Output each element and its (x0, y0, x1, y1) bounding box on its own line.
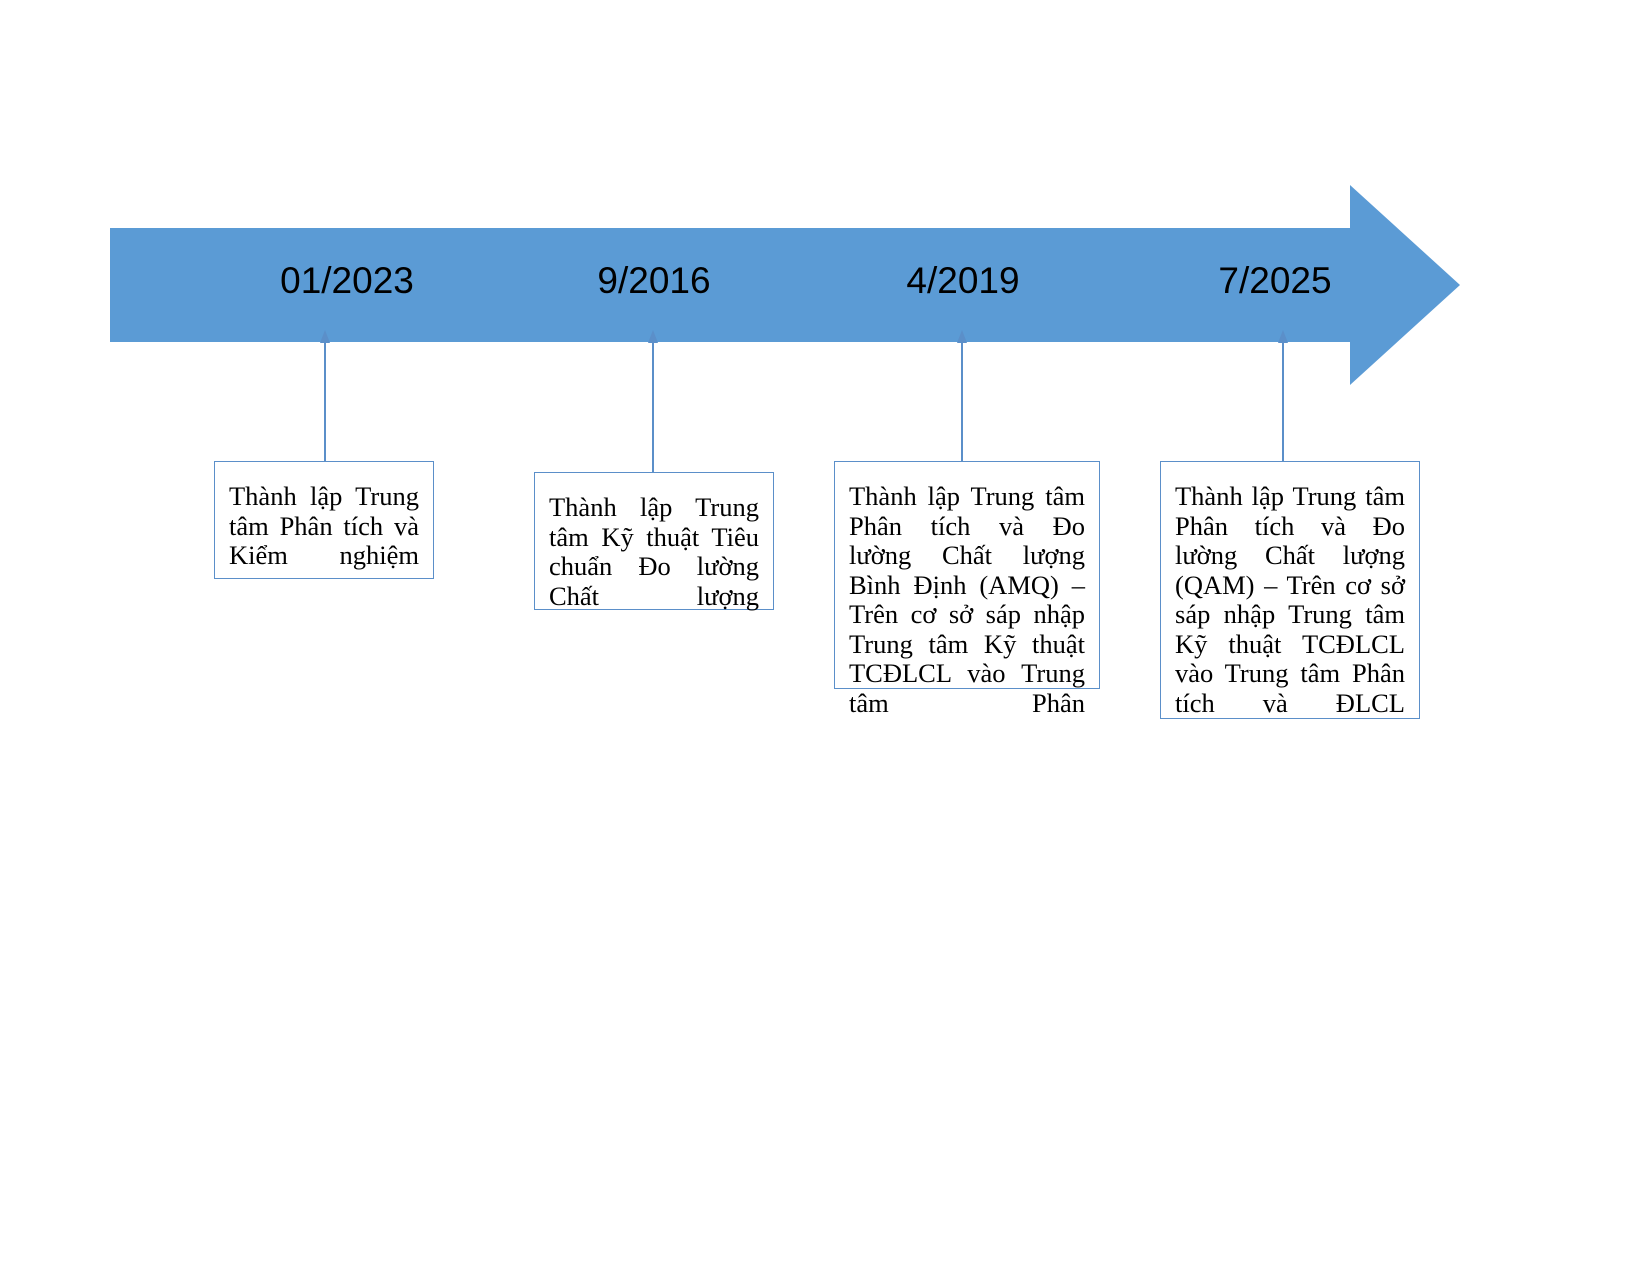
milestone-description-3: Thành lập Trung tâm Phân tích và Đo lườn… (849, 481, 1085, 718)
milestone-description-2: Thành lập Trung tâm Kỹ thuật Tiêu chuẩn … (549, 492, 759, 611)
connector-line-2 (646, 330, 660, 472)
connector-line-3 (955, 330, 969, 462)
milestone-box-2: Thành lập Trung tâm Kỹ thuật Tiêu chuẩn … (534, 472, 774, 610)
milestone-date-1: 01/2023 (280, 260, 414, 301)
milestone-date-3: 4/2019 (906, 260, 1020, 301)
timeline-arrow (110, 185, 1460, 385)
connector-line-1 (318, 330, 332, 462)
milestone-box-1: Thành lập Trung tâm Phân tích và Kiểm ng… (214, 461, 434, 579)
milestone-box-3: Thành lập Trung tâm Phân tích và Đo lườn… (834, 461, 1100, 717)
connector-line-4 (1276, 330, 1290, 462)
milestone-box-4: Thành lập Trung tâm Phân tích và Đo lườn… (1160, 461, 1420, 719)
arrow-shape (110, 185, 1460, 385)
milestone-date-2: 9/2016 (597, 260, 711, 301)
milestone-description-4: Thành lập Trung tâm Phân tích và Đo lườn… (1175, 481, 1405, 718)
milestone-description-1: Thành lập Trung tâm Phân tích và Kiểm ng… (229, 481, 419, 570)
milestone-date-4: 7/2025 (1218, 260, 1332, 301)
